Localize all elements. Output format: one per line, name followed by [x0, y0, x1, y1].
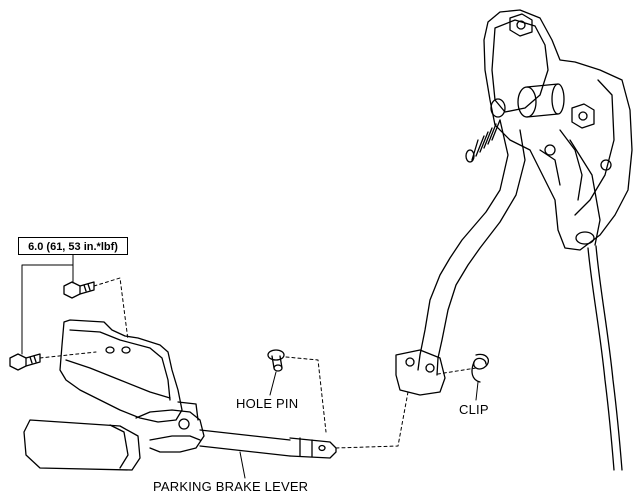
assembly-guides: [39, 277, 477, 449]
hole-pin-part: [267, 349, 285, 372]
intermediate-lever: [395, 119, 526, 396]
pivot-nut: [571, 103, 595, 129]
clip-part: [471, 353, 490, 383]
bolt-upper: [63, 281, 95, 299]
pedal-bracket-assembly: [465, 9, 633, 251]
callout-leaders: [239, 371, 479, 479]
clip-label: CLIP: [459, 402, 489, 417]
brake-cable: [587, 245, 623, 471]
hole-pin-label: HOLE PIN: [236, 396, 299, 411]
top-nut: [509, 13, 533, 37]
return-spring: [465, 119, 501, 163]
parking-brake-lever-assembly: [23, 319, 337, 471]
torque-leader: [21, 254, 74, 355]
bolt-lower: [9, 353, 41, 371]
torque-spec-label: 6.0 (61, 53 in.*lbf): [18, 237, 128, 255]
parking-brake-lever-label: PARKING BRAKE LEVER: [153, 479, 309, 494]
